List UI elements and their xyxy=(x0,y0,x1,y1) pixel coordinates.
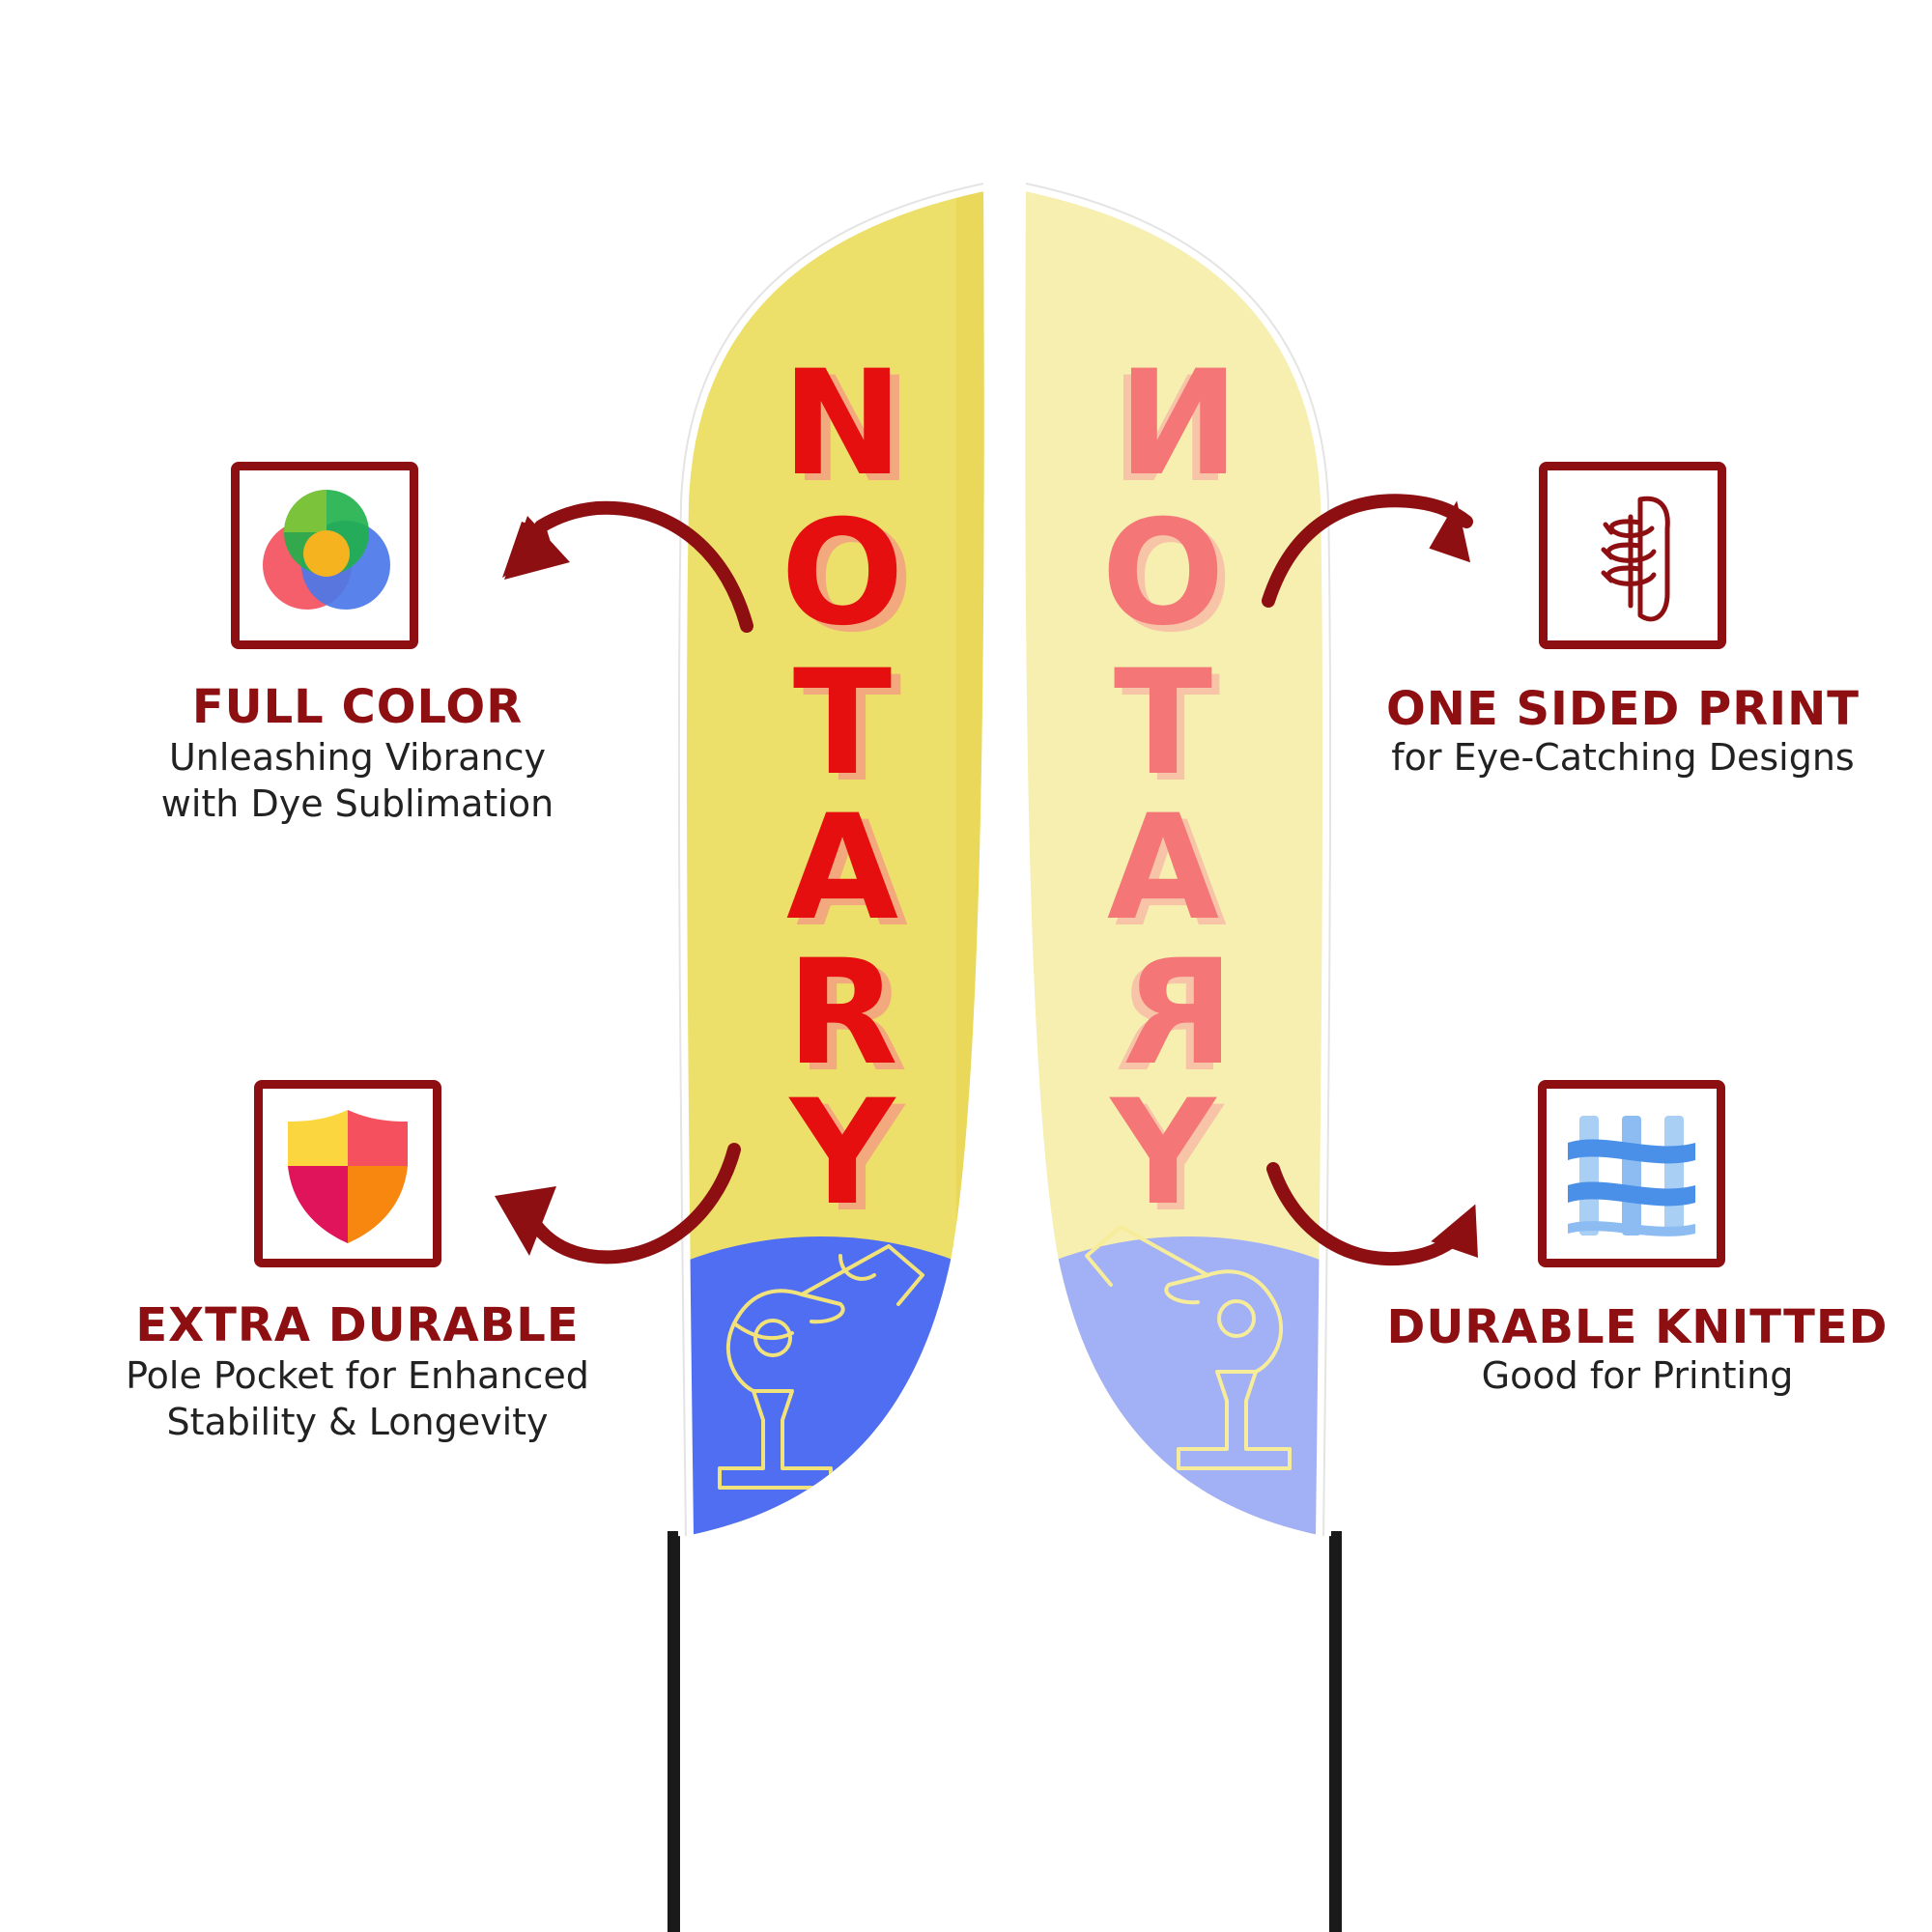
back-letter: A xyxy=(1107,784,1219,952)
feature-title: ONE SIDED PRINT xyxy=(1385,682,1860,736)
feature-one-sided-print: ONE SIDED PRINT for Eye-Catching Designs xyxy=(1352,462,1893,790)
front-flag-word: N N O O T T A A R R Y Y xyxy=(781,340,914,1244)
feature-icon-box xyxy=(1538,1080,1725,1267)
front-letter: O xyxy=(790,497,914,665)
back-letter: N xyxy=(1110,347,1232,515)
front-letter: Y xyxy=(788,1069,897,1237)
feature-subtitle-line: for Eye-Catching Designs xyxy=(1391,736,1855,779)
feature-subtitle-line: Good for Printing xyxy=(1481,1354,1794,1397)
front-letter: N xyxy=(791,347,913,515)
color-circles-icon xyxy=(263,490,390,610)
feature-subtitle-line: Pole Pocket for Enhanced xyxy=(126,1354,589,1397)
front-letter: N xyxy=(781,340,903,508)
front-letter: A xyxy=(786,784,898,952)
feature-subtitle-line: Stability & Longevity xyxy=(166,1401,549,1443)
stamp-hand-mirrored-icon xyxy=(1085,1225,1292,1470)
feature-extra-durable: EXTRA DURABLE Pole Pocket for Enhanced S… xyxy=(77,1080,638,1447)
back-letter: T xyxy=(1114,639,1212,808)
back-letter: O xyxy=(1101,490,1225,658)
back-letter: T xyxy=(1122,646,1220,814)
feature-durable-knitted: DURABLE KNITTED Good for Printing xyxy=(1372,1080,1903,1408)
back-letter: R xyxy=(1122,929,1235,1097)
feature-icon-box xyxy=(254,1080,441,1267)
back-letter: A xyxy=(1115,791,1227,959)
print-spiral-icon xyxy=(1601,496,1670,622)
back-pole xyxy=(1329,1531,1342,1932)
front-letter: Y xyxy=(798,1076,907,1244)
front-letter: O xyxy=(781,490,904,658)
knit-fabric-icon xyxy=(1568,1116,1695,1236)
back-letter: N xyxy=(1118,340,1239,508)
feature-full-color: FULL COLOR Unleashing Vibrancy with Dye … xyxy=(116,462,599,829)
back-letter: Y xyxy=(1117,1076,1226,1244)
front-pole xyxy=(668,1531,680,1932)
stamp-hand-icon xyxy=(718,1244,924,1490)
back-letter: R xyxy=(1115,936,1227,1104)
feature-title: FULL COLOR xyxy=(191,680,524,734)
feature-title: DURABLE KNITTED xyxy=(1386,1300,1889,1354)
front-letter: R xyxy=(796,936,908,1104)
feature-subtitle-line: Unleashing Vibrancy xyxy=(168,736,547,779)
back-letter: O xyxy=(1109,497,1233,665)
back-flag-word: N N O O T T A A R R Y Y xyxy=(1101,340,1239,1244)
shield-icon xyxy=(288,1110,408,1243)
feature-icon-box xyxy=(1539,462,1726,649)
feature-subtitle-line: with Dye Sublimation xyxy=(160,782,554,825)
arrows xyxy=(495,494,1478,1266)
back-letter: Y xyxy=(1109,1069,1218,1237)
feature-icon-box xyxy=(231,462,418,649)
front-letter: R xyxy=(786,929,898,1097)
feature-title: EXTRA DURABLE xyxy=(135,1298,580,1352)
front-letter: T xyxy=(803,646,901,814)
front-letter: A xyxy=(796,791,908,959)
front-letter: T xyxy=(793,639,892,808)
